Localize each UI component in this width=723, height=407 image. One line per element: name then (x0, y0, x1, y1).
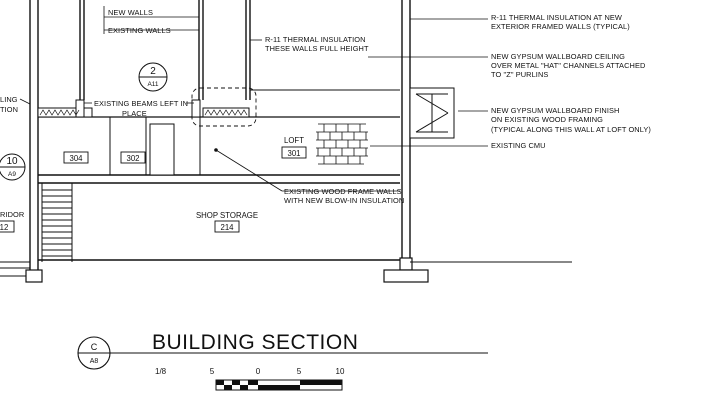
stair (41, 183, 73, 262)
detail-tag-10-number: 10 (6, 156, 18, 167)
left-partial-note-line1: LING (0, 95, 18, 104)
room-tag-corridor: 12 (0, 223, 8, 232)
leader-lines (19, 6, 488, 192)
gyp-ceiling-note-line2: OVER METAL "HAT" CHANNELS ATTACHED (491, 61, 645, 70)
r11-exterior-note-line2: EXTERIOR FRAMED WALLS (TYPICAL) (491, 22, 630, 31)
new-walls-note: NEW WALLS (108, 8, 153, 17)
scale-label-5-left: 5 (210, 367, 215, 376)
detail-tag-2-sheet: A11 (147, 81, 158, 88)
r11-walls-note-line1: R-11 THERMAL INSULATION (265, 35, 366, 44)
annotations: NEW WALLS EXISTING WALLS R-11 THERMAL IN… (0, 8, 651, 219)
gyp-finish-note-line1: NEW GYPSUM WALLBOARD FINISH (491, 106, 620, 115)
scale-label-5-right: 5 (297, 367, 302, 376)
section-tag-letter: C (91, 342, 98, 352)
scale-label-10: 10 (336, 367, 345, 376)
scale-label-0: 0 (256, 367, 261, 376)
existing-cmu-note: EXISTING CMU (491, 141, 546, 150)
detail-tag-2-number: 2 (150, 66, 156, 77)
structure-lines (0, 0, 572, 283)
loft-room-name: LOFT (284, 136, 304, 145)
room-tags: 304 302 LOFT 301 SHOP STORAGE 214 12 (0, 136, 307, 233)
detail-tag-2-a11: 2 A11 (138, 62, 168, 92)
shop-storage-room-name: SHOP STORAGE (196, 211, 258, 220)
r11-walls-note-line2: THESE WALLS FULL HEIGHT (265, 44, 369, 53)
gyp-finish-note-line3: (TYPICAL ALONG THIS WALL AT LOFT ONLY) (491, 125, 651, 134)
detail-tag-10-a9: 10 A9 (0, 153, 26, 181)
scale-ratio: 1/8 (155, 367, 167, 376)
graphic-scale-bar (215, 379, 343, 391)
gyp-ceiling-note-line3: TO "Z" PURLINS (491, 70, 548, 79)
room-tag-214: 214 (220, 223, 234, 232)
corridor-partial-label: RIDOR (0, 210, 24, 219)
gyp-ceiling-note-line1: NEW GYPSUM WALLBOARD CEILING (491, 52, 625, 61)
wood-frame-note-line2: WITH NEW BLOW-IN INSULATION (284, 196, 404, 205)
drawing-title: BUILDING SECTION (152, 331, 358, 354)
existing-walls-note: EXISTING WALLS (108, 26, 171, 35)
section-title-block: C A8 BUILDING SECTION 1/8 5 0 5 10 (77, 331, 488, 391)
existing-beams-note-line2: PLACE (122, 109, 147, 118)
cmu-brick-pattern (316, 122, 368, 170)
gyp-finish-note-line2: ON EXISTING WOOD FRAMING (491, 115, 603, 124)
section-tag-sheet: A8 (90, 358, 99, 365)
room-tag-301: 301 (287, 149, 300, 158)
room-tag-304: 304 (69, 154, 83, 163)
existing-beams-note-line1: EXISTING BEAMS LEFT IN (94, 99, 188, 108)
detail-tag-10-sheet: A9 (8, 171, 16, 178)
wood-frame-note-line1: EXISTING WOOD FRAME WALLS (284, 187, 402, 196)
r11-exterior-note-line1: R-11 THERMAL INSULATION AT NEW (491, 13, 622, 22)
left-partial-note-line2: TION (0, 105, 18, 114)
room-tag-302: 302 (126, 154, 139, 163)
